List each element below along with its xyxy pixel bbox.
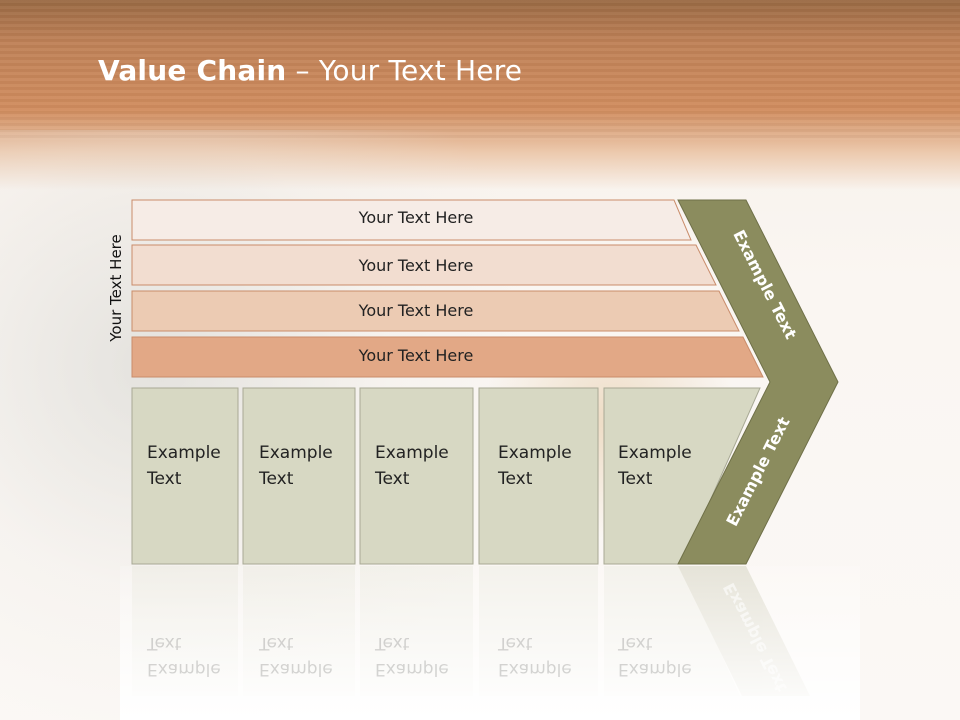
bar-2 xyxy=(131,244,717,286)
box-2-label: Example Text xyxy=(259,440,333,492)
box-2-text-reflection: Example Text xyxy=(259,630,333,682)
box-1-line-1: Example xyxy=(147,443,221,463)
box-1-reflection-line-1: Example xyxy=(147,659,221,679)
bar-1 xyxy=(131,199,692,241)
box-4-line-1: Example xyxy=(498,443,572,463)
box-3-line-1: Example xyxy=(375,443,449,463)
box-3-line-2: Text xyxy=(375,469,410,489)
box-3-label: Example Text xyxy=(375,440,449,492)
bar-1-label: Your Text Here xyxy=(358,208,474,227)
box-5-reflection-line-2: Text xyxy=(618,633,653,653)
box-1-reflection-line-2: Text xyxy=(147,633,182,653)
box-2-reflection-line-2: Text xyxy=(259,633,294,653)
box-2-reflection-line-1: Example xyxy=(259,659,333,679)
box-5-label: Example Text xyxy=(618,440,692,492)
reflection-fade xyxy=(120,566,860,720)
box-3-reflection-line-1: Example xyxy=(375,659,449,679)
box-3-reflection-line-2: Text xyxy=(375,633,410,653)
box-4-reflection-line-2: Text xyxy=(498,633,533,653)
box-5-text-reflection: Example Text xyxy=(618,630,692,682)
box-3-text-reflection: Example Text xyxy=(375,630,449,682)
box-2-line-2: Text xyxy=(259,469,294,489)
box-4-text-reflection: Example Text xyxy=(498,630,572,682)
box-4-line-2: Text xyxy=(498,469,533,489)
title-rest: – Your Text Here xyxy=(286,54,523,87)
chevron-arrow xyxy=(677,199,839,565)
box-2-line-1: Example xyxy=(259,443,333,463)
box-1 xyxy=(131,387,239,565)
box-1-line-2: Text xyxy=(147,469,182,489)
bar-4 xyxy=(131,336,764,378)
box-4-reflection-line-1: Example xyxy=(498,659,572,679)
bar-2-label: Your Text Here xyxy=(358,256,474,275)
box-4 xyxy=(478,387,599,565)
title-bold: Value Chain xyxy=(98,54,287,87)
bar-3 xyxy=(131,290,740,332)
box-1-text-reflection: Example Text xyxy=(147,630,221,682)
bar-3-label: Your Text Here xyxy=(358,301,474,320)
box-3 xyxy=(359,387,474,565)
box-5-reflection-line-1: Example xyxy=(618,659,692,679)
slide-title: Value Chain – Your Text Here xyxy=(98,54,522,87)
box-2 xyxy=(242,387,356,565)
bar-4-label: Your Text Here xyxy=(358,346,474,365)
box-1-label: Example Text xyxy=(147,440,221,492)
box-5-line-2: Text xyxy=(618,469,653,489)
box-5-line-1: Example xyxy=(618,443,692,463)
box-4-label: Example Text xyxy=(498,440,572,492)
